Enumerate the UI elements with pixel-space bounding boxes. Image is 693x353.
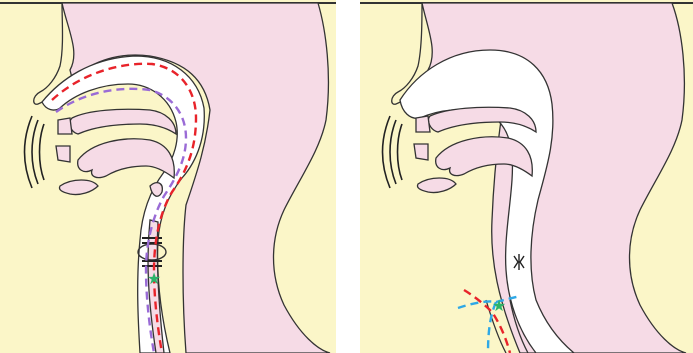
left-head-diagram: ★ [0,0,336,353]
left-panel: ★ [0,0,336,353]
right-panel: ★ [360,0,693,353]
green-star-marker: ★ [492,296,506,315]
right-head-diagram: ★ [360,0,693,353]
green-star-marker: ★ [147,269,161,288]
